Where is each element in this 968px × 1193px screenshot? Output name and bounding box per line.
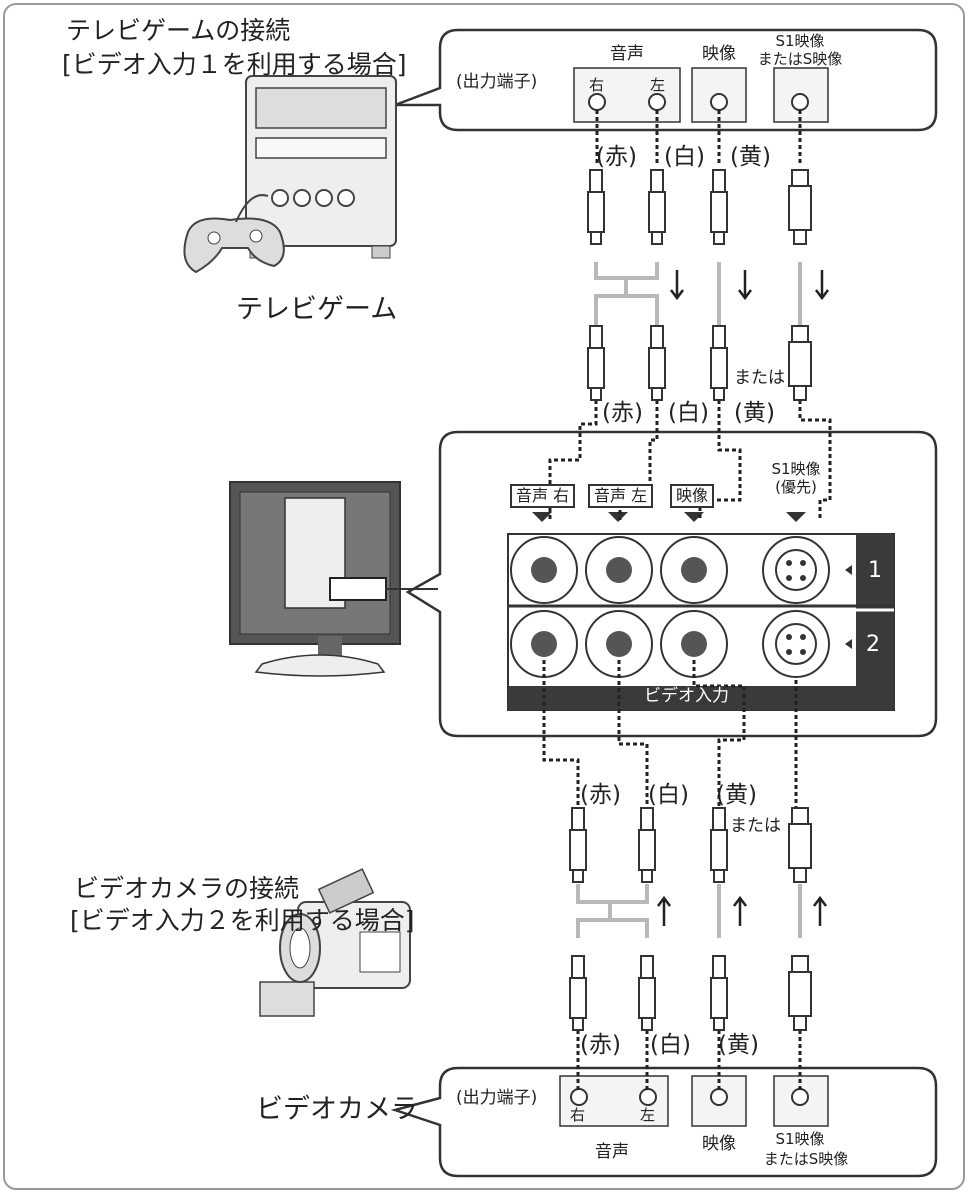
camera-s-video-label-1: S1映像: [775, 1130, 825, 1148]
s1-priority-line2: (優先): [775, 478, 817, 496]
game-title: テレビゲームの接続: [66, 16, 291, 45]
camera-device-label: ビデオカメラ: [256, 1094, 418, 1125]
camera-output-box: [390, 1066, 938, 1178]
color-white-top1: (白): [664, 144, 705, 170]
or-label-top: または: [734, 368, 785, 388]
or-label-bottom: または: [730, 816, 781, 836]
game-s-video-label-1: S1映像: [775, 32, 825, 50]
color-yellow-top2: (黄): [734, 400, 775, 426]
camera-subtitle: [ビデオ入力２を利用する場合]: [70, 906, 415, 935]
color-white-top2: (白): [668, 400, 709, 426]
camera-audio-label: 音声: [595, 1142, 629, 1162]
game-device-label: テレビゲーム: [236, 294, 398, 325]
game-output-label: (出力端子): [456, 72, 538, 92]
game-s-video-label-2: またはS映像: [757, 50, 843, 68]
input-1-number: 1: [868, 558, 882, 583]
s1-priority-line1: S1映像: [771, 460, 821, 478]
cables-bottom: [576, 884, 802, 938]
camera-output-label: (出力端子): [456, 1088, 538, 1108]
tv-input-panel: [405, 430, 938, 738]
game-left-label: 左: [650, 76, 666, 94]
camera-video-label: 映像: [702, 1134, 736, 1154]
color-yellow-bottom1: (黄): [716, 782, 757, 808]
arrows-up: [657, 895, 827, 926]
game-output-box: [394, 28, 938, 132]
color-yellow-bottom2: (黄): [718, 1032, 759, 1058]
input-2-number: 2: [866, 632, 880, 657]
color-white-bottom2: (白): [650, 1032, 691, 1058]
game-console-illustration: [183, 75, 397, 274]
game-subtitle: [ビデオ入力１を利用する場合]: [62, 50, 407, 79]
camera-s-video-label-2: またはS映像: [763, 1150, 849, 1168]
camera-right-label: 右: [570, 1106, 586, 1124]
color-red-bottom2: (赤): [580, 1032, 621, 1058]
color-yellow-top1: (黄): [730, 144, 771, 170]
video-jack-label: 映像: [670, 484, 715, 508]
arrows-down: [670, 270, 829, 301]
tv-monitor-illustration: [229, 481, 438, 677]
cables-top: [594, 262, 802, 326]
video-camera-illustration: [259, 868, 411, 1017]
audio-left-label: 音声 左: [588, 484, 654, 508]
game-audio-label: 音声: [610, 44, 644, 64]
color-white-bottom1: (白): [648, 782, 689, 808]
audio-right-label: 音声 右: [510, 484, 576, 508]
game-video-label: 映像: [702, 44, 736, 64]
camera-left-label: 左: [640, 1106, 656, 1124]
game-right-label: 右: [589, 76, 605, 94]
camera-title: ビデオカメラの接続: [74, 874, 300, 903]
video-input-label: ビデオ入力: [644, 686, 729, 706]
color-red-top2: (赤): [602, 400, 643, 426]
color-red-top1: (赤): [596, 144, 637, 170]
color-red-bottom1: (赤): [580, 782, 621, 808]
